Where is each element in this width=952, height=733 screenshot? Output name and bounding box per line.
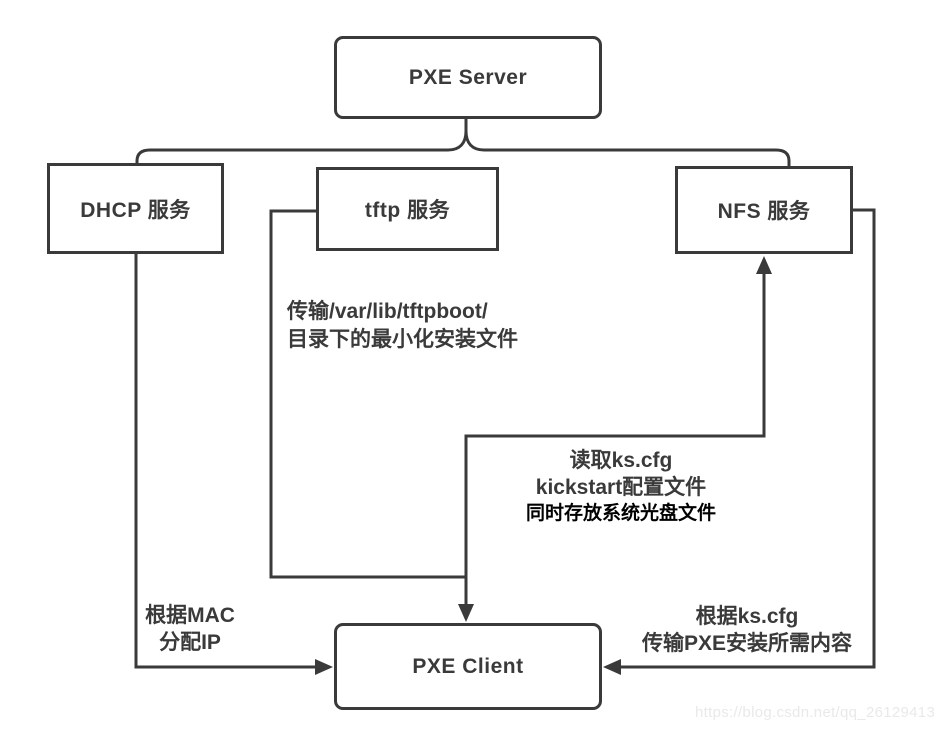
node-nfs-service: NFS 服务: [675, 166, 853, 254]
node-pxe-client-label: PXE Client: [412, 654, 524, 678]
node-pxe-client: PXE Client: [334, 623, 602, 710]
edge-label-nfs-transfer-line1: 根据ks.cfg: [695, 605, 799, 628]
edge-label-nfs-read-line1: 读取ks.cfg: [569, 449, 673, 472]
node-pxe-server-label: PXE Server: [408, 65, 528, 89]
edge-label-nfs-read-line2: kickstart配置文件: [535, 476, 707, 499]
edge-label-nfs-transfer-line2: 传输PXE安装所需内容: [641, 632, 853, 655]
edge-pxe-client-to-nfs: [464, 266, 766, 577]
arrowhead-into-nfs-bottom: [756, 256, 772, 274]
edge-label-nfs-read-line3: 同时存放系统光盘文件: [525, 503, 716, 524]
edge-nfs-to-pxe-client: [613, 208, 876, 669]
node-dhcp-service: DHCP 服务: [47, 163, 224, 254]
edge-label-nfs-transfer: 根据ks.cfg 传输PXE安装所需内容: [624, 603, 870, 657]
edge-tftp-to-pxe-client: [269, 209, 468, 612]
edge-label-dhcp-assign: 根据MAC 分配IP: [125, 602, 255, 656]
edge-label-tftp-transfer-line1: 传输/var/lib/tftpboot/: [287, 300, 488, 323]
edge-label-dhcp-assign-line1: 根据MAC: [145, 604, 235, 627]
node-tftp-service: tftp 服务: [316, 167, 499, 251]
arrowhead-into-pxe-client-left: [315, 659, 333, 675]
node-pxe-server: PXE Server: [334, 36, 602, 119]
arrowhead-into-pxe-client-top: [458, 604, 474, 622]
edge-label-tftp-transfer: 传输/var/lib/tftpboot/ 目录下的最小化安装文件: [287, 298, 518, 354]
edge-label-dhcp-assign-line2: 分配IP: [159, 631, 221, 654]
node-nfs-service-label: NFS 服务: [717, 200, 811, 223]
edge-label-nfs-read: 读取ks.cfg kickstart配置文件 同时存放系统光盘文件: [500, 447, 742, 526]
watermark-url: https://blog.csdn.net/qq_26129413: [695, 704, 936, 721]
edge-pxe-server-to-services: [135, 117, 791, 168]
node-tftp-service-label: tftp 服务: [364, 199, 451, 222]
edge-label-tftp-transfer-line2: 目录下的最小化安装文件: [287, 328, 518, 351]
node-dhcp-service-label: DHCP 服务: [80, 198, 191, 222]
arrowhead-into-pxe-client-right: [603, 659, 621, 675]
edge-dhcp-to-pxe-client: [134, 254, 323, 669]
